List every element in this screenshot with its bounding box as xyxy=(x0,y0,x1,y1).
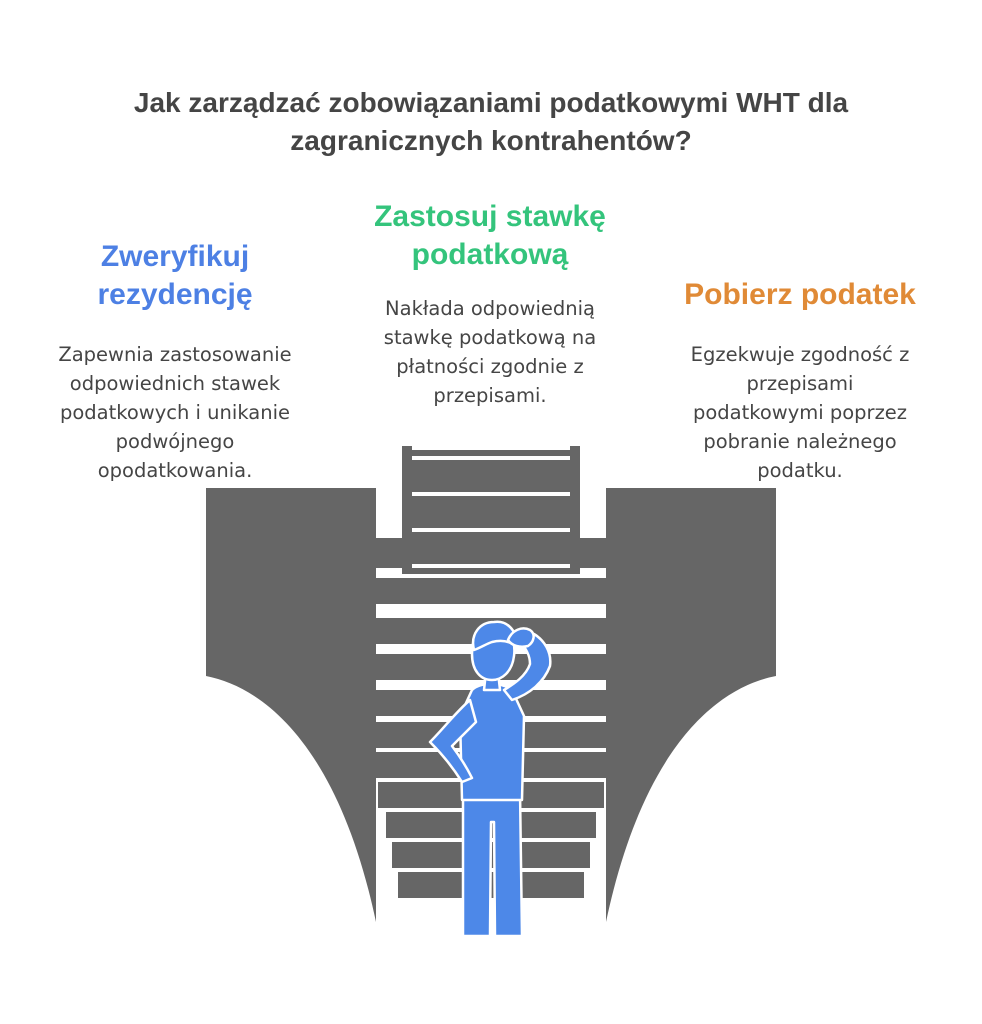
stair-step-right-0 xyxy=(612,496,742,526)
heading-line: Zweryfikuj xyxy=(100,240,250,273)
description-line: podatku. xyxy=(757,459,843,482)
step-heading-apply-rate: Zastosuj stawkę podatkową xyxy=(325,198,655,274)
step-description-apply-rate: Nakłada odpowiednią stawkę podatkową na … xyxy=(330,294,650,410)
person-torso xyxy=(458,682,526,802)
description-line: podatkowymi poprzez xyxy=(692,401,908,424)
person-legs xyxy=(461,788,524,938)
stair-step-edges xyxy=(412,444,570,568)
description-line: opodatkowania. xyxy=(97,459,253,482)
heading-line: Zastosuj stawkę xyxy=(374,200,606,233)
heading-line: Pobierz podatek xyxy=(684,278,916,311)
heading-line: podatkową xyxy=(411,238,569,271)
step-heading-verify-residency: Zweryfikuj rezydencję xyxy=(40,238,310,314)
description-line: Zapewnia zastosowanie xyxy=(58,343,292,366)
description-line: podwójnego xyxy=(115,430,235,453)
tower-step-edge-0 xyxy=(412,456,570,460)
description-line: Nakłada odpowiednią xyxy=(385,297,595,320)
person-hand xyxy=(506,627,535,648)
description-line: przepisami xyxy=(746,372,854,395)
description-line: płatności zgodnie z xyxy=(396,355,584,378)
description-line: pobranie należnego xyxy=(703,430,897,453)
stair-step-right-1 xyxy=(578,538,708,568)
description-line: podatkowych i unikanie xyxy=(59,401,290,424)
tower-step-edge-1 xyxy=(412,492,570,496)
description-line: odpowiednich stawek xyxy=(69,372,281,395)
stair-step-left-1 xyxy=(274,538,404,568)
step-heading-collect-tax: Pobierz podatek xyxy=(650,276,950,314)
title-line-1: Jak zarządzać zobowiązaniami podatkowymi… xyxy=(133,87,849,118)
title-line-2: zagranicznych kontrahentów? xyxy=(290,125,692,156)
stair-step-left-0 xyxy=(242,496,372,526)
person-left-arm xyxy=(428,698,478,784)
middle-stair-tower xyxy=(402,446,580,574)
description-line: przepisami. xyxy=(433,384,547,407)
description-line: stawkę podatkową na xyxy=(383,326,597,349)
page-title: Jak zarządzać zobowiązaniami podatkowymi… xyxy=(40,84,942,160)
tower-top-edge xyxy=(412,444,570,450)
thinking-person-icon xyxy=(428,620,552,938)
tower-step-edge-3 xyxy=(412,564,570,568)
heading-line: rezydencję xyxy=(97,278,253,311)
step-description-collect-tax: Egzekwuje zgodność z przepisami podatkow… xyxy=(640,340,960,485)
description-line: Egzekwuje zgodność z xyxy=(690,343,910,366)
stair-step-center-0 xyxy=(298,578,684,604)
step-description-verify-residency: Zapewnia zastosowanie odpowiednich stawe… xyxy=(20,340,330,485)
tower-step-edge-2 xyxy=(412,528,570,532)
